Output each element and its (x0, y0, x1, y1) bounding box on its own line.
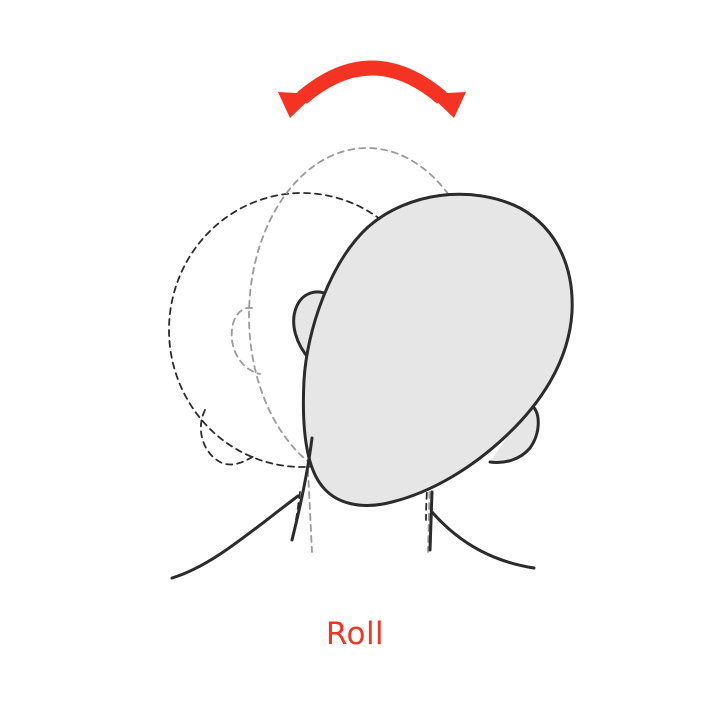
shoulder-left (170, 494, 300, 580)
ghost-center-neck-left (307, 469, 313, 553)
double-headed-curved-arrow-icon (278, 60, 466, 118)
roll-caption: Roll (325, 616, 385, 652)
arrow-head-left (278, 92, 315, 118)
arrow-head-right (429, 92, 466, 118)
solid-head-tilted-right (170, 192, 574, 580)
arrow-arc (297, 60, 447, 104)
solid-head-outline (301, 192, 574, 507)
ghost-center-ear-left (230, 307, 261, 375)
shoulder-right (430, 510, 536, 570)
solid-neck-left (290, 436, 314, 542)
solid-neck-right (428, 490, 434, 552)
solid-ear-right (488, 402, 540, 464)
ghost-left-ear-left (199, 409, 255, 466)
